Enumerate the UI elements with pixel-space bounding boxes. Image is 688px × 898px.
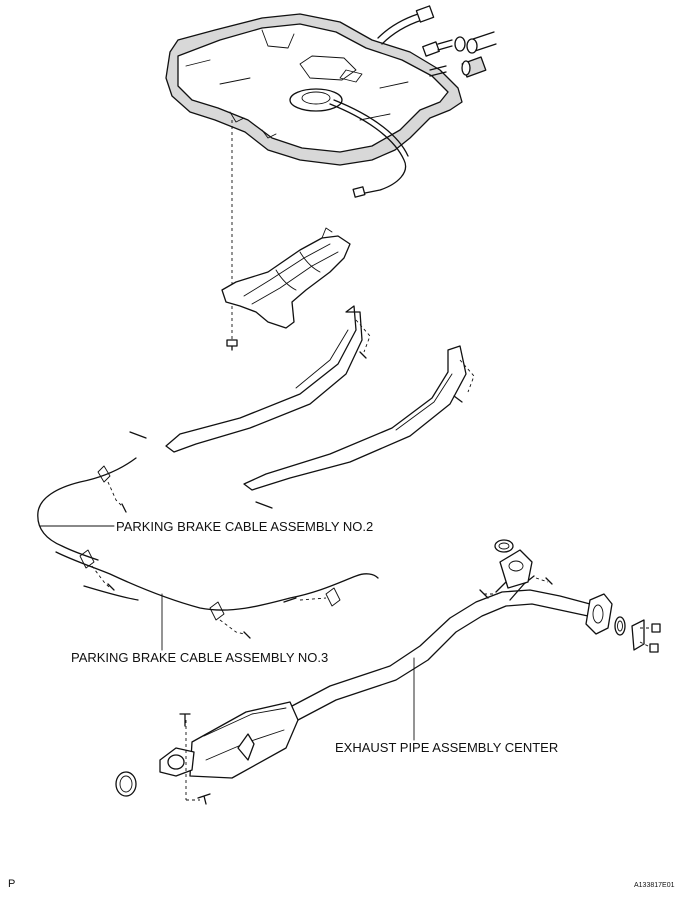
fuel-tank-band-rear bbox=[243, 345, 475, 491]
figure-id: A133817E01 bbox=[634, 882, 675, 889]
page-marker: P bbox=[8, 878, 16, 890]
pin-rear bbox=[255, 501, 273, 509]
parking-brake-cable-no2 bbox=[37, 457, 137, 561]
bolt-insulator bbox=[226, 339, 238, 351]
bolts-front-flange bbox=[179, 713, 211, 805]
bolts-upper-flange bbox=[479, 577, 553, 599]
fuel-tank-band-front bbox=[165, 305, 371, 453]
label-parking-brake-cable-no3: PARKING BRAKE CABLE ASSEMBLY NO.3 bbox=[71, 650, 329, 665]
label-exhaust-pipe-center: EXHAUST PIPE ASSEMBLY CENTER bbox=[335, 740, 559, 755]
gasket-upper bbox=[494, 539, 514, 553]
parking-brake-cable-no3 bbox=[55, 549, 379, 639]
filler-clamp-parts bbox=[422, 31, 497, 78]
bracket-right bbox=[631, 619, 661, 653]
label-parking-brake-cable-no2: PARKING BRAKE CABLE ASSEMBLY NO.2 bbox=[116, 519, 374, 534]
pin-front bbox=[129, 431, 147, 439]
fuel-tank bbox=[165, 5, 463, 198]
exhaust-pipe-center bbox=[159, 549, 613, 779]
heat-insulator bbox=[221, 227, 351, 329]
gasket-right bbox=[614, 616, 626, 636]
gasket-front bbox=[115, 771, 137, 797]
